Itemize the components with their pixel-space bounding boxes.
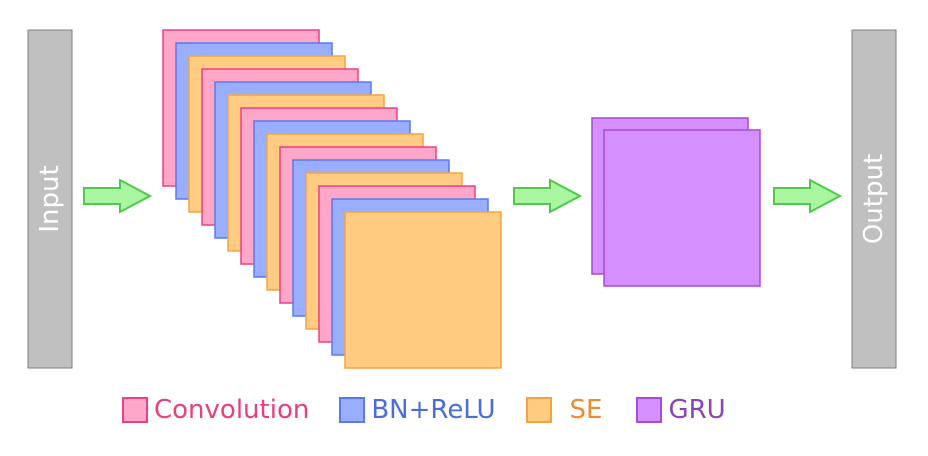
gru-swatch — [636, 397, 663, 423]
bn-relu-swatch — [339, 397, 366, 423]
legend-item-bn-relu: BN+ReLU — [339, 395, 496, 425]
input-label: Input — [35, 165, 65, 232]
arrow-1 — [83, 178, 153, 214]
legend-item-convolution: Convolution — [122, 395, 309, 425]
layer-se — [344, 211, 502, 369]
legend-label: SE — [569, 395, 603, 425]
arrow-3 — [773, 178, 843, 214]
legend-label: Convolution — [154, 395, 310, 425]
legend-item-se: SE — [525, 395, 603, 425]
legend-item-gru: GRU — [636, 395, 726, 425]
input-block: Input — [27, 29, 73, 369]
output-label: Output — [859, 154, 889, 244]
arrow-shape — [773, 178, 843, 214]
legend-label: BN+ReLU — [371, 395, 496, 425]
layer-gru — [603, 129, 761, 287]
conv-layer-stack — [162, 29, 502, 369]
legend-label: GRU — [668, 395, 726, 425]
legend: Convolution BN+ReLU SE GRU — [122, 390, 726, 430]
output-block: Output — [851, 29, 897, 369]
arrow-2 — [513, 178, 583, 214]
output-bar — [851, 29, 897, 369]
network-diagram: Input Output — [27, 29, 897, 369]
convolution-swatch — [122, 397, 148, 423]
se-swatch — [525, 397, 552, 423]
arrow-shape — [83, 178, 153, 214]
gru-layer-stack — [591, 117, 761, 287]
input-bar — [27, 29, 73, 369]
arrow-shape — [513, 178, 583, 214]
